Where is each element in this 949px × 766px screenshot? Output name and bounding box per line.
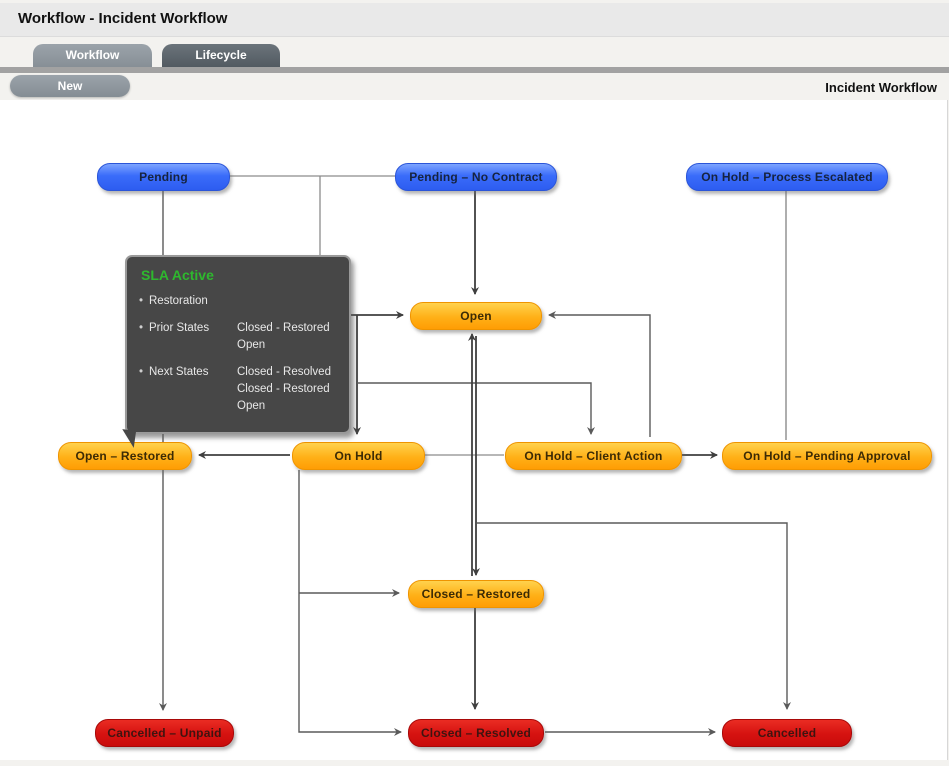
node-pending-no-contract[interactable]: Pending – No Contract — [395, 163, 557, 191]
new-button-label: New — [57, 79, 83, 93]
node-on-hold[interactable]: On Hold — [292, 442, 425, 470]
tab-workflow[interactable]: Workflow — [33, 44, 152, 67]
edge-closed-restored-to-cancelled — [477, 522, 791, 710]
node-closed-restored[interactable]: Closed – Restored — [408, 580, 544, 608]
sla-tooltip: SLA Active • Restoration • Prior States … — [119, 255, 351, 448]
tooltip-row-prior-states: • Prior States Closed - Restored Open — [139, 320, 349, 354]
node-open[interactable]: Open — [410, 302, 542, 330]
edge-client-action-to-open — [548, 311, 651, 437]
node-on-hold-client-action[interactable]: On Hold – Client Action — [505, 442, 682, 470]
tooltip-value: Closed - Restored — [237, 322, 330, 334]
bullet-icon: • — [139, 322, 144, 334]
tooltip-row-restoration: • Restoration — [139, 293, 349, 310]
tab-lifecycle-label: Lifecycle — [195, 48, 247, 62]
node-cancelled[interactable]: Cancelled — [722, 719, 852, 747]
tooltip-title: SLA Active — [141, 267, 214, 283]
tab-lifecycle[interactable]: Lifecycle — [162, 44, 280, 67]
node-on-hold-pending-approval[interactable]: On Hold – Pending Approval — [722, 442, 932, 470]
tooltip-row-label: Next States — [149, 366, 209, 378]
node-cancelled-unpaid[interactable]: Cancelled – Unpaid — [95, 719, 234, 747]
node-closed-resolved[interactable]: Closed – Resolved — [408, 719, 544, 747]
tooltip-row-next-states: • Next States Closed - Resolved Closed -… — [139, 364, 349, 415]
node-open-restored[interactable]: Open – Restored — [58, 442, 192, 470]
tooltip-row-label: Restoration — [149, 295, 208, 307]
new-button[interactable]: New — [10, 75, 130, 97]
context-label: Incident Workflow — [825, 80, 937, 95]
tooltip-value: Open — [237, 400, 266, 412]
tab-workflow-label: Workflow — [65, 48, 120, 62]
tooltip-value: Closed - Restored — [237, 383, 330, 395]
tooltip-value: Open — [237, 339, 266, 351]
edge-on-hold-to-closed-resolved — [298, 470, 402, 736]
tooltip-row-label: Prior States — [149, 322, 210, 334]
node-pending[interactable]: Pending — [97, 163, 230, 191]
node-on-hold-process-escalated[interactable]: On Hold – Process Escalated — [686, 163, 888, 191]
tabbar-underline — [0, 67, 949, 73]
title-bar: Workflow - Incident Workflow — [0, 3, 949, 37]
edge-bus-to-client-action — [357, 382, 595, 435]
bullet-icon: • — [139, 366, 144, 378]
tooltip-value: Closed - Resolved — [237, 366, 331, 378]
tooltip-row-values: Closed - Restored Open — [237, 320, 330, 354]
tooltip-tail-pointer — [119, 429, 137, 448]
bullet-icon: • — [139, 295, 144, 307]
tooltip-row-values: Closed - Resolved Closed - Restored Open — [237, 364, 331, 415]
page-title: Workflow - Incident Workflow — [18, 10, 228, 27]
